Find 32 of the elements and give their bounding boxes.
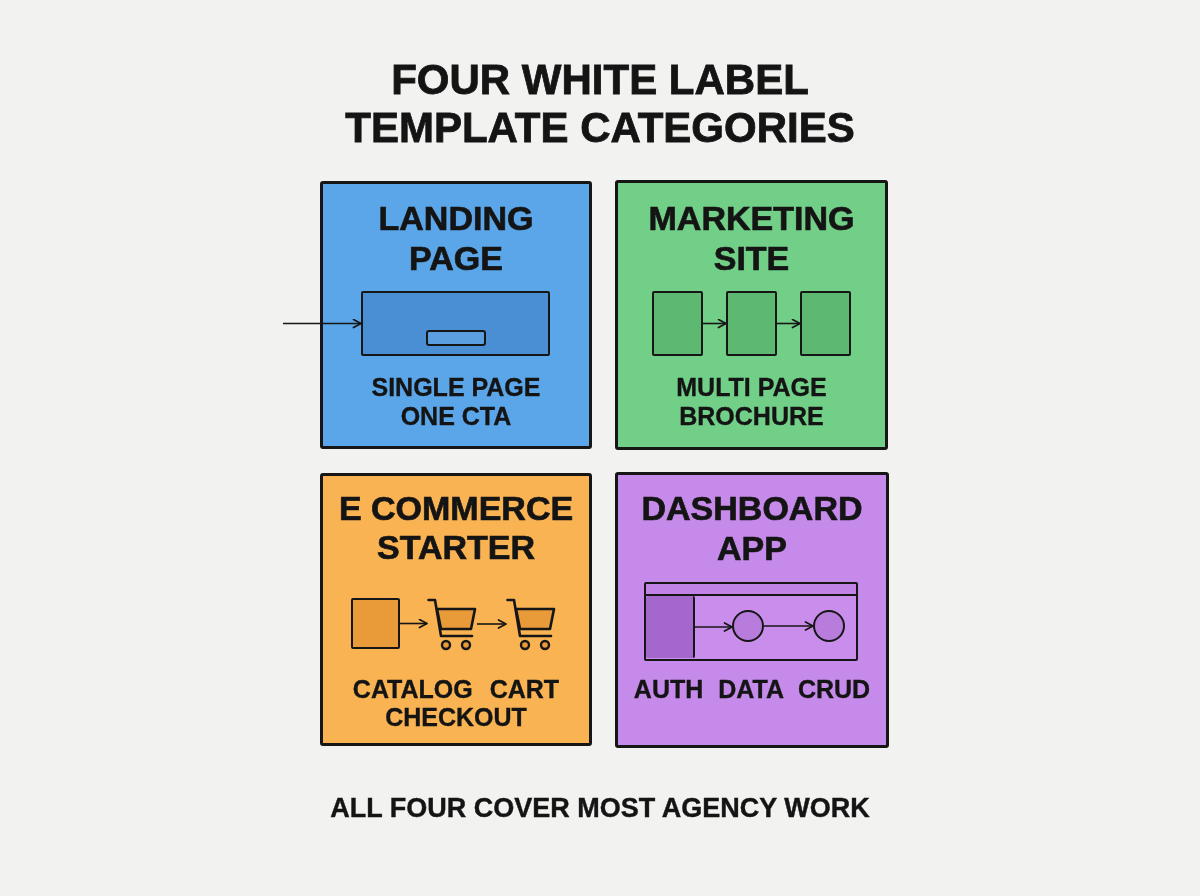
sidebar-panel [646, 596, 695, 658]
category-panel [615, 472, 889, 748]
category-panel [320, 181, 592, 449]
shopping-cart-icon [506, 597, 556, 651]
arrow [763, 621, 814, 631]
panel-heading: DASHBOARD APP [640, 488, 864, 568]
panel-heading: LANDING PAGE [377, 198, 535, 278]
arrow [694, 622, 733, 632]
diagram-title: FOUR WHITE LABEL TEMPLATE CATEGORIES [344, 56, 856, 152]
page-sheet [652, 291, 703, 356]
arrow [776, 318, 801, 329]
panel-caption: AUTH DATA CRUD [632, 675, 872, 704]
page-mockup [361, 291, 550, 356]
catalog-tile [351, 598, 400, 649]
arrow [399, 618, 428, 629]
category-panel [615, 180, 888, 450]
diagram-caption: ALL FOUR COVER MOST AGENCY WORK [329, 792, 871, 824]
step-circle [813, 610, 845, 642]
arrow [476, 619, 507, 629]
page-sheet [800, 291, 851, 356]
panel-heading: MARKETING SITE [647, 198, 856, 278]
step-circle [732, 610, 764, 642]
panel-heading: E COMMERCE STARTER [337, 489, 575, 567]
panel-caption: MULTI PAGE BROCHURE [675, 373, 828, 431]
panel-caption: CATALOG CART CHECKOUT [351, 675, 561, 731]
shopping-cart-icon [427, 597, 477, 651]
category-panel [320, 473, 592, 746]
arrow [702, 318, 727, 329]
page-sheet [726, 291, 777, 356]
arrow [282, 318, 362, 329]
panel-caption: SINGLE PAGE ONE CTA [370, 373, 542, 431]
app-window [644, 582, 858, 661]
